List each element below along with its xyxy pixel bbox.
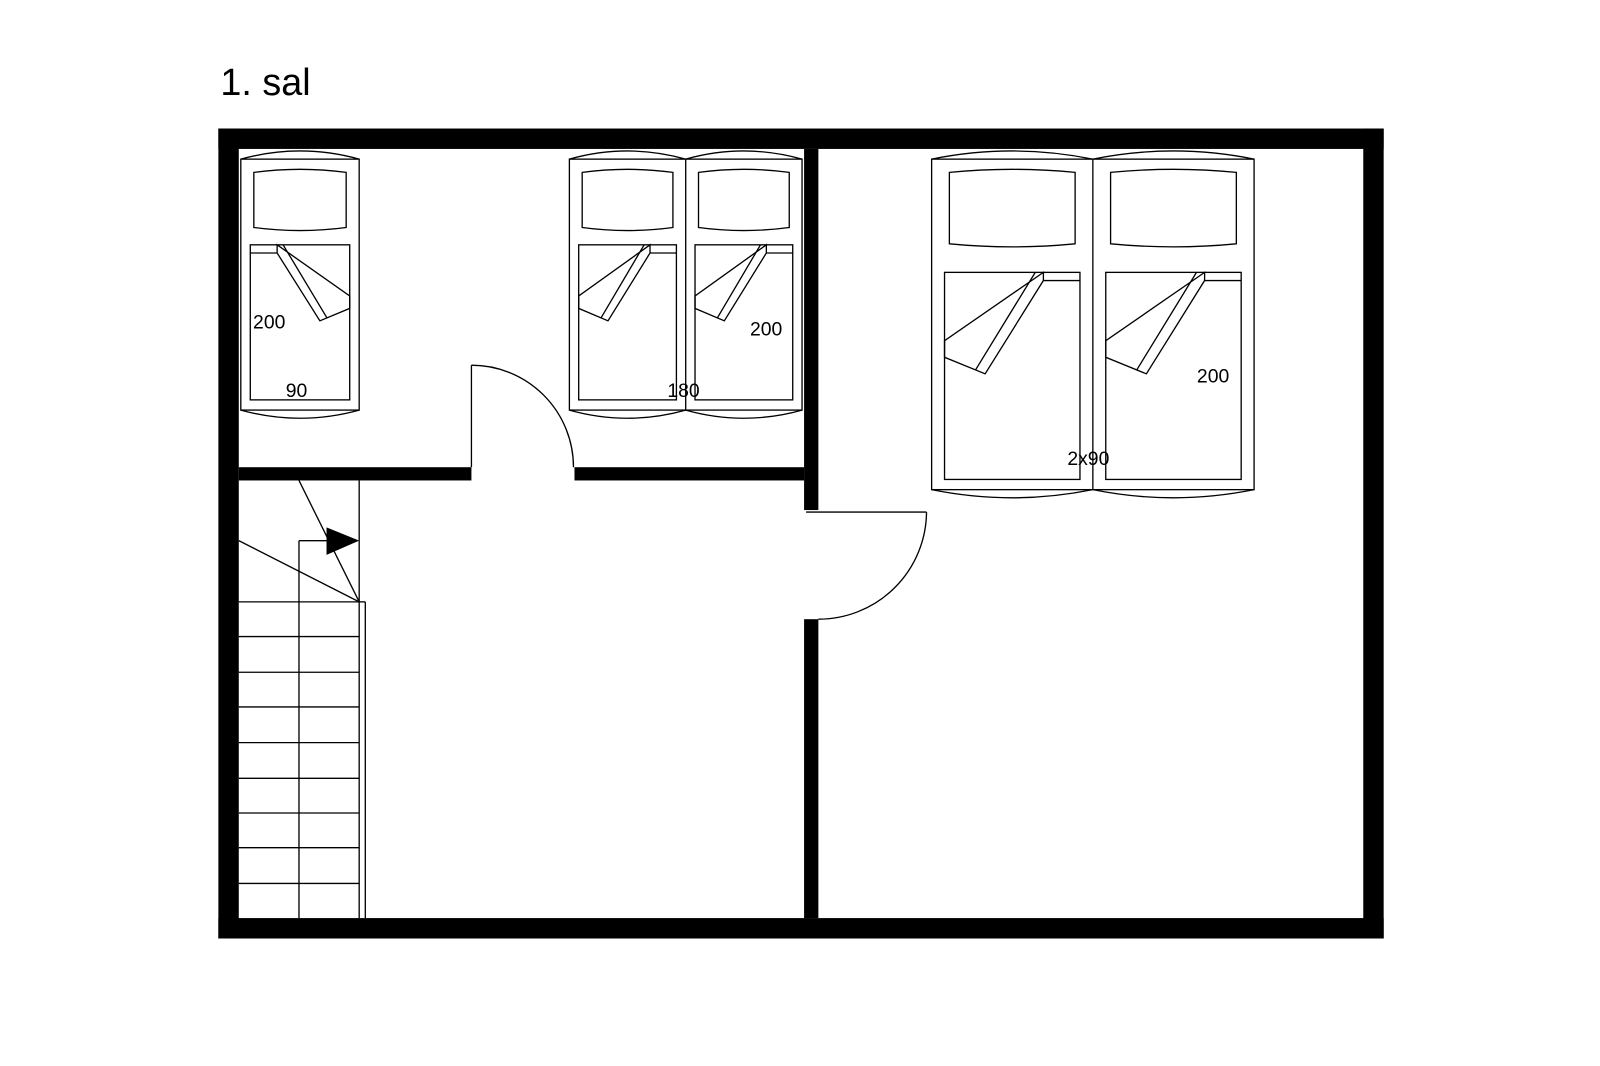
walls [218, 128, 1384, 939]
wall-bottom [218, 918, 1384, 939]
bed-2-width-label: 180 [667, 380, 700, 402]
door-hall-bedroom-2 [470, 364, 575, 468]
blanket [694, 243, 794, 401]
pillow [581, 168, 674, 232]
wall-interior-horizontal-left [238, 467, 472, 481]
bed-1-width-label: 90 [286, 380, 308, 402]
window-left-upper [220, 317, 239, 399]
bed-1-length-label: 200 [253, 311, 286, 333]
bed-2-double [568, 150, 803, 419]
windows [220, 317, 1383, 819]
bed-3-length-label: 200 [1197, 366, 1230, 388]
pillow [948, 168, 1076, 248]
beds [240, 150, 1255, 499]
window-right-upper [1364, 351, 1383, 463]
floor-title: 1. sal [220, 61, 310, 103]
window-right-lower [1364, 723, 1383, 819]
wall-top [218, 128, 1384, 149]
wall-interior-vertical-upper [804, 148, 819, 511]
bed-2-length-label: 200 [750, 319, 783, 341]
blanket [1105, 271, 1242, 481]
blanket [578, 243, 678, 401]
door-hall-bedroom-3 [806, 511, 928, 620]
bed-3-twin [930, 150, 1255, 499]
wall-right [1363, 128, 1384, 939]
pillow [697, 168, 790, 232]
blanket [249, 243, 351, 401]
wall-left [218, 128, 239, 939]
pillow [1109, 168, 1238, 248]
blanket [943, 271, 1081, 481]
doors [470, 364, 928, 620]
staircase [238, 480, 366, 919]
stair-direction-arrow-icon [326, 527, 360, 555]
wall-interior-horizontal-right [574, 467, 805, 481]
wall-interior-vertical-lower [804, 619, 819, 919]
bed-1-single [240, 150, 360, 419]
pillow [253, 168, 347, 232]
window-left-lower [220, 693, 239, 772]
bed-3-width-label: 2x90 [1067, 448, 1109, 470]
